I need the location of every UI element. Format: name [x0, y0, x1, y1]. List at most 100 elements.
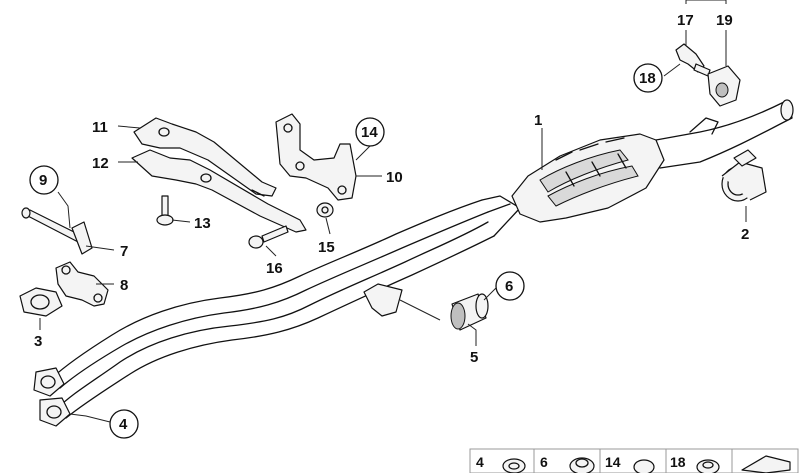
- leader-15: [325, 217, 331, 235]
- legend-thumb-flange-hole: [508, 462, 520, 470]
- callout-circle-6: [495, 271, 525, 301]
- callout-circle-9: [29, 165, 59, 195]
- callout-3: 3: [34, 333, 42, 350]
- exhaust-pipe-assembly: [33, 99, 794, 427]
- leader-13: [171, 219, 191, 223]
- front-flange-lower-hole: [46, 405, 62, 419]
- rear-pipe-hanger: [689, 117, 719, 135]
- bracket-8: [55, 261, 109, 307]
- front-flange-lower: [39, 397, 71, 427]
- callout-8: 8: [120, 277, 128, 294]
- leader-18: [663, 63, 681, 77]
- callout-7: 7: [120, 243, 128, 260]
- bolt-13: [156, 195, 174, 226]
- bracket-7: [21, 207, 93, 255]
- clamp-2: [721, 149, 767, 202]
- bracket-10-hole-bottom: [337, 185, 347, 195]
- callout-18: 18: [639, 70, 656, 87]
- bracket-10-plate: [275, 113, 357, 201]
- legend-thumb-mount: [569, 457, 595, 473]
- callout-19: 19: [716, 12, 733, 29]
- bracket-7-rod-end: [21, 207, 31, 219]
- leader-14: [355, 145, 371, 161]
- callout-12: 12: [92, 155, 109, 172]
- callout-16: 16: [266, 260, 283, 277]
- callout-11: 11: [92, 119, 108, 136]
- rubber-hanger-19: [707, 65, 741, 107]
- front-pipe-upper-inner: [59, 211, 489, 389]
- legend-label-18: 18: [670, 454, 686, 470]
- leader-6: [483, 287, 497, 301]
- rubber-mount-face: [450, 302, 466, 330]
- bracket-12: [131, 149, 307, 233]
- gasket-3-body: [19, 287, 63, 317]
- bracket-10-hole-top: [283, 123, 293, 133]
- front-flange-upper: [33, 367, 65, 397]
- callout-14: 14: [361, 124, 378, 141]
- leader-lines: [39, 0, 747, 423]
- catalytic-converter-ridge: [555, 137, 627, 187]
- catalytic-converter-rib-1: [539, 149, 629, 193]
- callout-15: 15: [318, 239, 335, 256]
- clamp-2-bolt: [733, 149, 757, 167]
- bracket-12-hole: [200, 173, 212, 183]
- parts-legend: 4 6 14 18: [469, 448, 799, 473]
- bolt-16-shank: [261, 225, 289, 243]
- leader-4: [69, 413, 111, 423]
- leader-16: [265, 245, 277, 257]
- bracket-8-hole-2: [93, 293, 103, 303]
- bracket-8-hole-1: [61, 265, 71, 275]
- front-pipe-lower: [57, 221, 489, 409]
- callout-10: 10: [386, 169, 403, 186]
- callout-2: 2: [741, 226, 749, 243]
- legend-thumb-cap: [633, 459, 655, 473]
- front-pipe-lower-inner: [65, 235, 495, 419]
- bracket-11: [133, 117, 277, 197]
- legend-cell-14: [599, 448, 667, 473]
- legend-thumb-grommet: [696, 459, 720, 473]
- legend-thumb-mount-top: [575, 458, 589, 468]
- y-junction: [481, 195, 521, 237]
- rubber-mount: [450, 293, 489, 331]
- clamp-2-band: [721, 161, 767, 201]
- bolt-16-head: [248, 235, 264, 249]
- front-flange-upper-hole: [40, 375, 56, 389]
- rear-pipe-end: [780, 99, 794, 121]
- hanger-17: [675, 43, 711, 77]
- washer-15-hole: [321, 206, 329, 214]
- front-pipe-upper: [51, 199, 483, 379]
- washer-15: [316, 202, 334, 218]
- bracket-10-hole-mid: [295, 161, 305, 171]
- gasket-3: [19, 287, 63, 317]
- pipe-mount-bracket: [363, 283, 403, 317]
- leader-9: [57, 191, 71, 229]
- leader-11: [117, 125, 141, 129]
- leader-5-bracket: [399, 299, 441, 321]
- callout-17: 17: [677, 12, 694, 29]
- legend-label-6: 6: [540, 454, 548, 470]
- callout-5: 5: [470, 349, 478, 366]
- callout-circle-14: [355, 117, 385, 147]
- callout-circle-18: [633, 63, 663, 93]
- callout-4: 4: [119, 416, 128, 433]
- rubber-hanger-19-hole: [715, 82, 729, 98]
- leader-5: [467, 323, 477, 346]
- legend-thumb-grommet-hole: [702, 461, 714, 469]
- legend-label-14: 14: [605, 454, 621, 470]
- callout-6: 6: [505, 278, 513, 295]
- callout-9: 9: [39, 172, 47, 189]
- leader-17-19-bracket: [685, 0, 727, 4]
- bracket-12-slot: [251, 189, 265, 197]
- callout-1: 1: [534, 112, 542, 129]
- leader-7: [85, 245, 115, 251]
- bolt-16: [248, 225, 289, 249]
- rear-pipe: [655, 101, 793, 169]
- bracket-11-12: [131, 117, 307, 233]
- callout-circle-4: [109, 409, 139, 439]
- callout-13: 13: [194, 215, 211, 232]
- bolt-13-head: [156, 214, 174, 226]
- bracket-11-hole: [158, 127, 170, 137]
- legend-thumb-flange: [502, 458, 526, 473]
- bracket-10: [275, 113, 357, 201]
